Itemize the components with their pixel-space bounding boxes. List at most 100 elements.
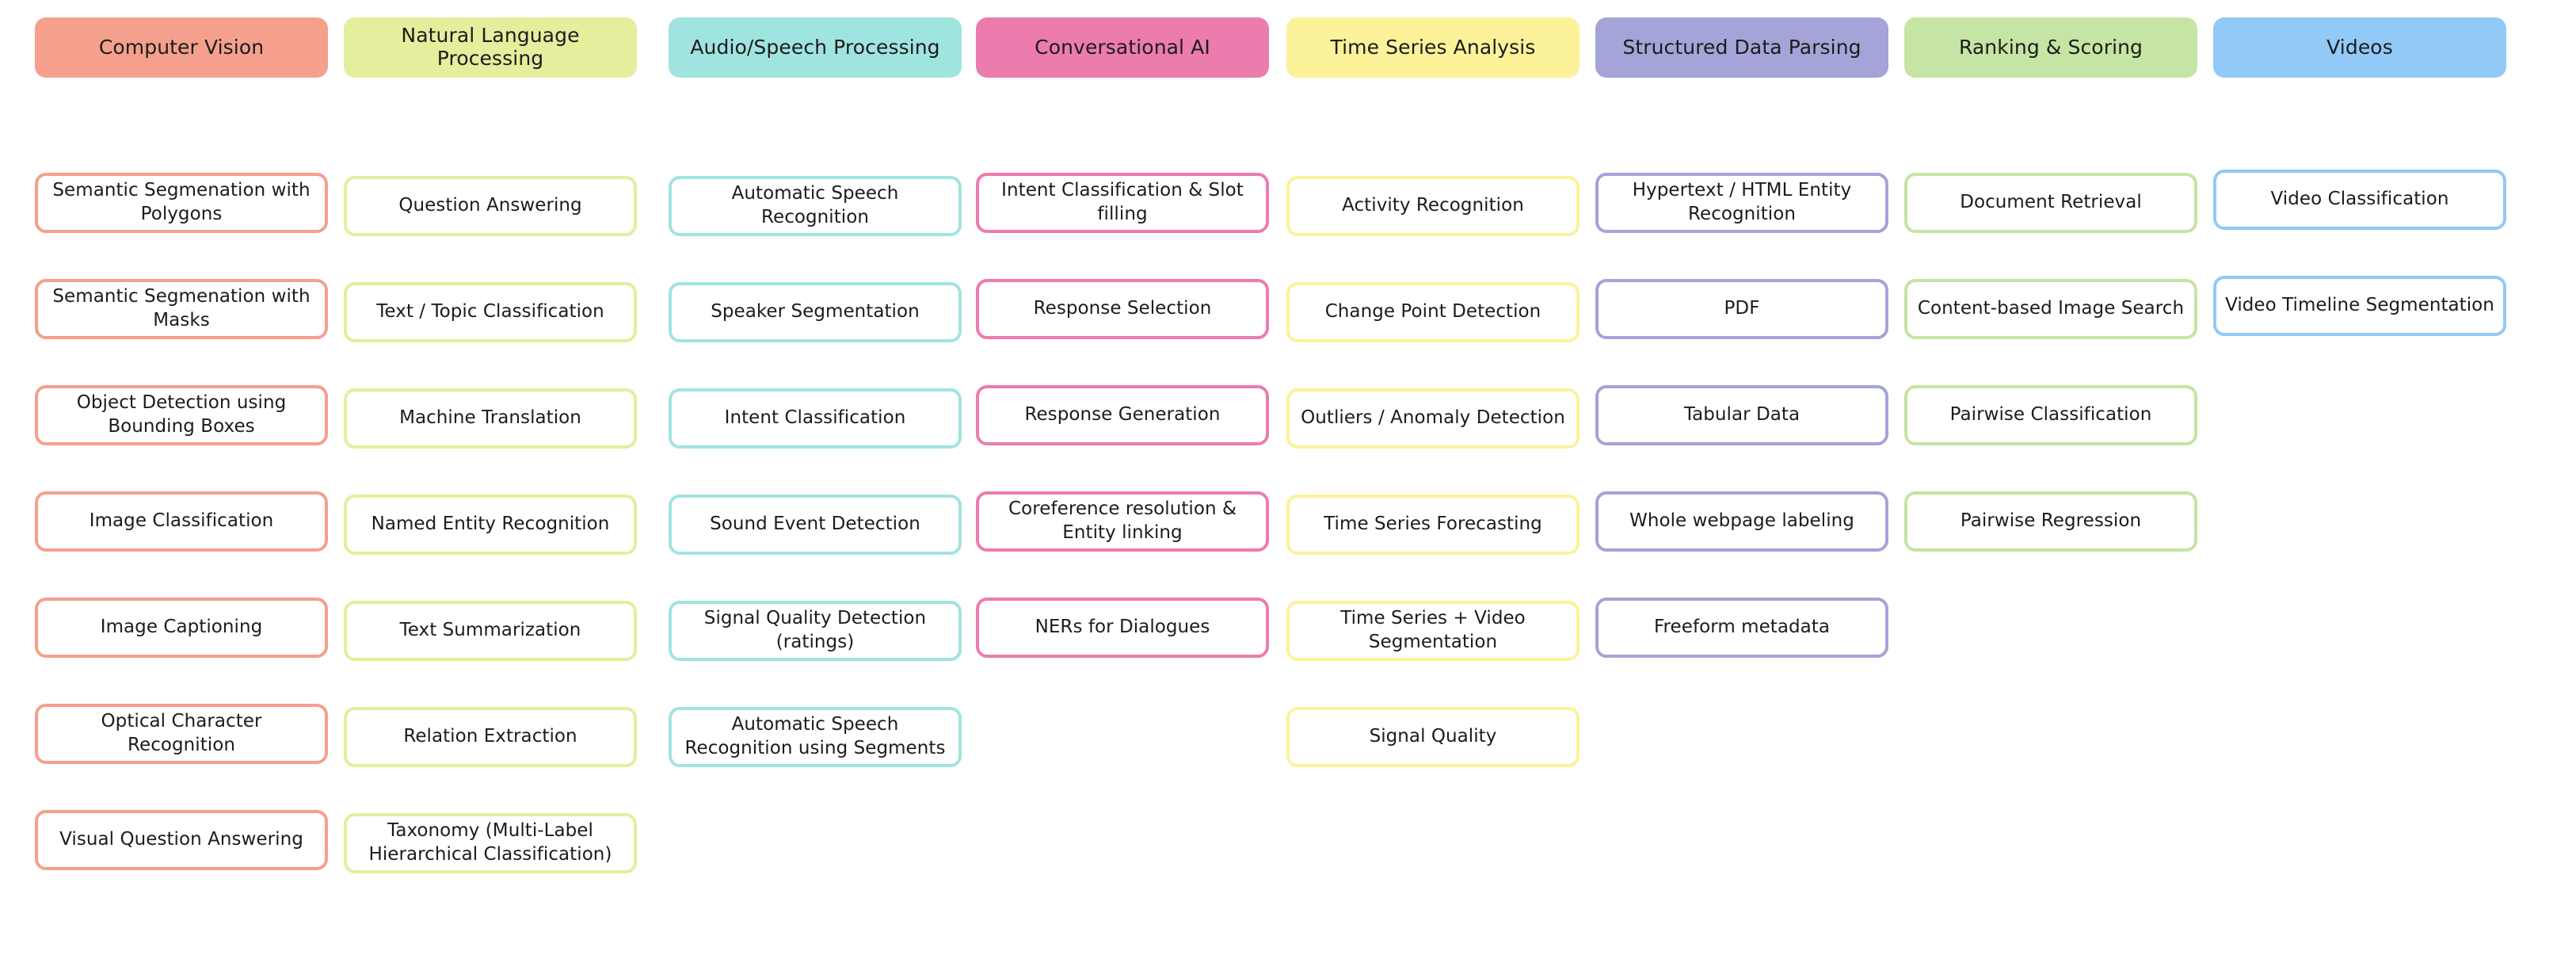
task-card-label: Whole webpage labeling (1629, 510, 1854, 532)
task-card-label: Speaker Segmentation (711, 301, 920, 323)
task-card[interactable]: Freeform metadata (1595, 598, 1888, 658)
task-card[interactable]: Taxonomy (Multi-Label Hierarchical Class… (344, 813, 637, 873)
task-card-label: Intent Classification (724, 407, 906, 429)
task-card-label: Activity Recognition (1342, 195, 1524, 216)
task-card[interactable]: Automatic Speech Recognition using Segme… (669, 707, 962, 767)
task-card-label: Question Answering (398, 195, 582, 216)
task-card-label: Object Detection using Bounding Boxes (76, 392, 287, 437)
task-card-label: Text / Topic Classification (376, 301, 604, 323)
task-card-label: Semantic Segmenation with Polygons (52, 180, 311, 224)
task-card[interactable]: Automatic Speech Recognition (669, 176, 962, 236)
task-card[interactable]: Intent Classification & Slot filling (976, 173, 1269, 233)
task-card[interactable]: Time Series Forecasting (1286, 495, 1580, 555)
task-card[interactable]: Image Captioning (35, 598, 328, 658)
task-card[interactable]: Text / Topic Classification (344, 282, 637, 342)
task-card-label: Named Entity Recognition (371, 514, 610, 535)
task-card-label: Automatic Speech Recognition using Segme… (684, 714, 946, 758)
category-header-computer-vision[interactable]: Computer Vision (35, 17, 328, 78)
task-card[interactable]: Intent Classification (669, 388, 962, 449)
task-card[interactable]: Tabular Data (1595, 385, 1888, 445)
category-header-videos[interactable]: Videos (2213, 17, 2506, 78)
task-card[interactable]: Machine Translation (344, 388, 637, 449)
task-card[interactable]: Video Classification (2213, 170, 2506, 230)
task-card[interactable]: Text Summarization (344, 601, 637, 661)
task-card-label: Pairwise Classification (1949, 404, 2152, 426)
task-card[interactable]: PDF (1595, 279, 1888, 339)
task-card[interactable]: Signal Quality (1286, 707, 1580, 767)
category-header-label: Ranking & Scoring (1958, 35, 2143, 59)
task-card-label: Content-based Image Search (1917, 298, 2185, 319)
task-card-label: Taxonomy (Multi-Label Hierarchical Class… (368, 820, 612, 865)
task-card[interactable]: Speaker Segmentation (669, 282, 962, 342)
task-card[interactable]: Change Point Detection (1286, 282, 1580, 342)
category-header-structured-data-parsing[interactable]: Structured Data Parsing (1595, 17, 1888, 78)
task-card-label: Semantic Segmenation with Masks (52, 286, 311, 330)
task-card-label: Pairwise Regression (1960, 510, 2142, 532)
task-card[interactable]: Activity Recognition (1286, 176, 1580, 236)
task-card[interactable]: Hypertext / HTML Entity Recognition (1595, 173, 1888, 233)
task-card[interactable]: Outliers / Anomaly Detection (1286, 388, 1580, 449)
task-card-label: Response Selection (1033, 298, 1212, 319)
task-card-label: Image Classification (89, 510, 274, 532)
task-card-label: NERs for Dialogues (1035, 617, 1210, 638)
task-card-label: Machine Translation (399, 407, 581, 429)
task-card[interactable]: Object Detection using Bounding Boxes (35, 385, 328, 445)
task-card-label: Coreference resolution & Entity linking (1008, 498, 1237, 543)
task-card-label: Time Series + Video Segmentation (1340, 608, 1526, 652)
task-card-label: Video Classification (2270, 189, 2449, 210)
task-card-label: Response Generation (1024, 404, 1221, 426)
task-card[interactable]: Sound Event Detection (669, 495, 962, 555)
task-card-label: Optical Character Recognition (101, 711, 262, 755)
category-header-time-series-analysis[interactable]: Time Series Analysis (1286, 17, 1580, 78)
task-card-label: Image Captioning (100, 617, 263, 638)
task-card[interactable]: Pairwise Classification (1904, 385, 2197, 445)
task-card[interactable]: Named Entity Recognition (344, 495, 637, 555)
category-header-audio-speech-processing[interactable]: Audio/Speech Processing (669, 17, 962, 78)
task-card[interactable]: Response Selection (976, 279, 1269, 339)
task-card-label: Signal Quality (1369, 726, 1497, 747)
task-card[interactable]: Content-based Image Search (1904, 279, 2197, 339)
task-card[interactable]: Relation Extraction (344, 707, 637, 767)
task-card[interactable]: Pairwise Regression (1904, 491, 2197, 552)
category-header-label: Natural Language Processing (401, 24, 580, 70)
category-header-label: Structured Data Parsing (1622, 35, 1862, 59)
task-card-label: Time Series Forecasting (1324, 514, 1542, 535)
task-card[interactable]: Response Generation (976, 385, 1269, 445)
task-card-label: Hypertext / HTML Entity Recognition (1632, 180, 1852, 224)
task-card[interactable]: Document Retrieval (1904, 173, 2197, 233)
task-card-label: Relation Extraction (403, 726, 577, 747)
task-card-label: Freeform metadata (1653, 617, 1831, 638)
task-card[interactable]: Visual Question Answering (35, 810, 328, 870)
task-card[interactable]: Semantic Segmenation with Masks (35, 279, 328, 339)
task-card[interactable]: Semantic Segmenation with Polygons (35, 173, 328, 233)
task-card-label: Text Summarization (399, 620, 581, 641)
task-card-label: Visual Question Answering (59, 829, 303, 850)
category-header-label: Computer Vision (98, 35, 265, 59)
task-card-label: Document Retrieval (1960, 192, 2142, 213)
category-header-label: Time Series Analysis (1330, 35, 1536, 59)
task-card[interactable]: Image Classification (35, 491, 328, 552)
category-header-natural-language-processing[interactable]: Natural Language Processing (344, 17, 637, 78)
task-card[interactable]: Signal Quality Detection (ratings) (669, 601, 962, 661)
task-card-label: Sound Event Detection (710, 514, 920, 535)
task-card[interactable]: Question Answering (344, 176, 637, 236)
task-card-label: Outliers / Anomaly Detection (1301, 407, 1565, 429)
task-card-label: PDF (1724, 298, 1760, 319)
task-card-label: Change Point Detection (1324, 301, 1541, 323)
category-header-ranking-and-scoring[interactable]: Ranking & Scoring (1904, 17, 2197, 78)
task-card[interactable]: Time Series + Video Segmentation (1286, 601, 1580, 661)
task-card-label: Automatic Speech Recognition (731, 183, 899, 227)
category-header-label: Audio/Speech Processing (690, 35, 940, 59)
task-card-label: Video Timeline Segmentation (2225, 295, 2494, 316)
category-header-label: Conversational AI (1035, 35, 1210, 59)
task-card[interactable]: Video Timeline Segmentation (2213, 276, 2506, 336)
task-card-label: Tabular Data (1683, 404, 1801, 426)
task-card[interactable]: Optical Character Recognition (35, 704, 328, 764)
task-card-label: Signal Quality Detection (ratings) (703, 608, 927, 652)
category-header-conversational-ai[interactable]: Conversational AI (976, 17, 1269, 78)
task-card[interactable]: Coreference resolution & Entity linking (976, 491, 1269, 552)
task-card[interactable]: Whole webpage labeling (1595, 491, 1888, 552)
category-header-label: Videos (2326, 35, 2393, 59)
task-card[interactable]: NERs for Dialogues (976, 598, 1269, 658)
